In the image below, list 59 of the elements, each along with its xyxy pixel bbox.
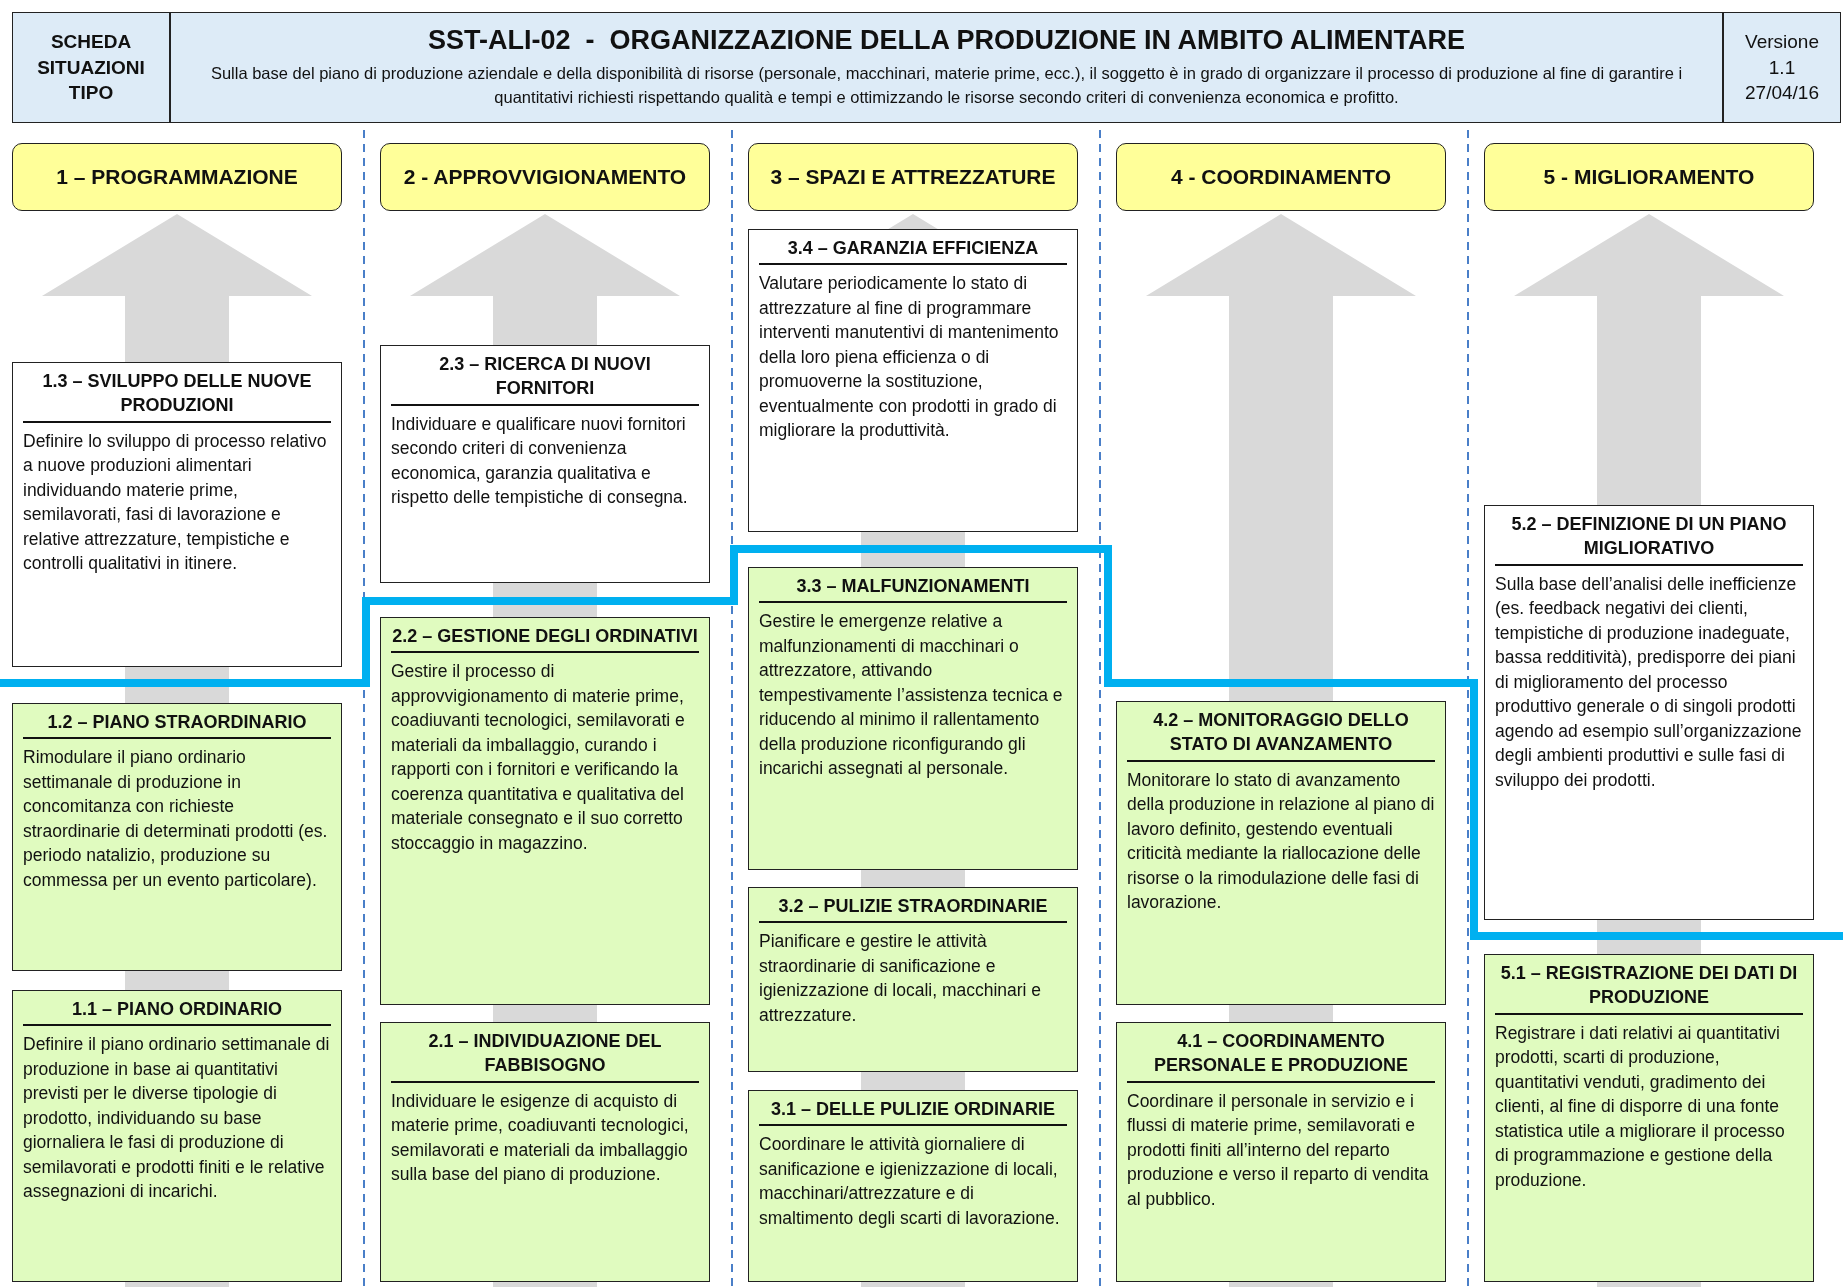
task-box <box>748 887 1078 1072</box>
box-text: Sulla base dell’analisi delle inefficienze (es. feedback negativi dei clienti, tempistiche di produzione inadeguate, bassa redditività), predisporre dei piani di miglioramento del processo produttivo generale o di singoli prodotti agendo ad esempio sull’organizzazione degli ambienti produttivi e sulle fasi di sviluppo dei prodotti. <box>1495 572 1803 792</box>
header-label: SCHEDA SITUAZIONI TIPO <box>36 30 146 106</box>
version-box <box>1723 12 1841 123</box>
box-text: Valutare periodicamente lo stato di attrezzature al fine di programmare interventi manutentivi di mantenimento della loro piena efficienza o di promuoverne la sostituzione, eventualmente con prodotti in grado di migliorare la produttività. <box>759 272 1060 443</box>
task-box <box>1484 505 1814 920</box>
box-heading: 2.2 – GESTIONE DEGLI ORDINATIVI <box>391 624 699 654</box>
phase-header <box>748 143 1078 211</box>
box-heading: 1.1 – PIANO ORDINARIO <box>23 997 331 1027</box>
box-heading: 1.3 – SVILUPPO DELLE NUOVE PRODUZIONI <box>23 369 331 423</box>
version-text: Versione 1.1 27/04/16 <box>1744 30 1820 106</box>
task-box <box>1484 954 1814 1282</box>
box-text: Pianificare e gestire le attività straordinarie di sanificazione e igienizzazione di locali, macchinari e attrezzature. <box>759 930 1043 1027</box>
box-text: Registrare i dati relativi ai quantitativi prodotti, scarti di produzione, quantitativi venduti, gradimento dei clienti, al fine di disporre di una fonte statistica utile a migliorare il processo di programmazione e gestione della produzione. <box>1495 1021 1786 1192</box>
box-text: Coordinare le attività giornaliere di sanificazione e igienizzazione di locali, macchinari/attrezzature e di smaltimento degli scarti di lavorazione. <box>759 1133 1061 1230</box>
box-text: Rimodulare il piano ordinario settimanale di produzione in concomitanza con richieste straordinarie di determinati prodotti (es. periodo natalizio, produzione su commessa per un evento particolare). <box>23 746 329 892</box>
phase-header <box>380 143 710 211</box>
phase-title: 4 - COORDINAMENTO <box>1170 165 1392 189</box>
task-box <box>1116 1022 1446 1282</box>
phase-title: 5 - MIGLIORAMENTO <box>1543 165 1755 189</box>
box-heading: 2.1 – INDIVIDUAZIONE DEL FABBISOGNO <box>391 1029 699 1083</box>
box-heading: 4.2 – MONITORAGGIO DELLO STATO DI AVANZAMENTO <box>1127 708 1435 762</box>
box-heading: 4.1 – COORDINAMENTO PERSONALE E PRODUZIONE <box>1127 1029 1435 1083</box>
header-box <box>12 12 170 123</box>
phase-header <box>12 143 342 211</box>
task-box <box>380 345 710 583</box>
task-box <box>748 1090 1078 1282</box>
phase-header <box>1484 143 1814 211</box>
box-text: Definire il piano ordinario settimanale di produzione in base ai quantitativi previsti per le diverse tipologie di prodotto, individuando su base giornaliera le fasi di produzione di semilavorati e prodotti finiti e le relative assegnazioni di incarichi. <box>23 1033 331 1204</box>
box-heading: 3.3 – MALFUNZIONAMENTI <box>759 574 1067 604</box>
task-box <box>380 617 710 1005</box>
box-text: Gestire il processo di approvvigionamento di materie prime, coadiuvanti tecnologici, semilavorati e materiali da imballaggio, curando i rapporti con i fornitori e verificando la coerenza quantitativa e qualitativa del materiale consegnato e il suo corretto stoccaggio in magazzino. <box>391 660 686 855</box>
box-text: Gestire le emergenze relative a malfunzionamenti di macchinari o attrezzatore, attivando tempestivamente l’assistenza tecnica e riducendo al minimo il rallentamento della produzione riconfigurando gli incarichi assegnati al personale. <box>759 610 1064 781</box>
task-box <box>12 362 342 667</box>
box-heading: 2.3 – RICERCA DI NUOVI FORNITORI <box>391 352 699 406</box>
phase-header <box>1116 143 1446 211</box>
task-box <box>380 1022 710 1282</box>
box-heading: 3.4 – GARANZIA EFFICIENZA <box>759 236 1067 266</box>
phase-title: 1 – PROGRAMMAZIONE <box>56 165 298 189</box>
box-text: Definire lo sviluppo di processo relativo a nuove produzioni alimentari individuando materie prime, semilavorati, fasi di lavorazione e relative attrezzature, tempistiche e controlli qualitativi in itinere. <box>23 429 328 576</box>
box-heading: 5.2 – DEFINIZIONE DI UN PIANO MIGLIORATIVO <box>1495 512 1803 566</box>
task-box <box>748 567 1078 870</box>
phase-title: 2 - APPROVVIGIONAMENTO <box>403 165 687 189</box>
task-box <box>12 703 342 971</box>
task-box <box>748 229 1078 532</box>
box-text: Individuare e qualificare nuovi fornitori secondo criteri di convenienza economica, garanzia qualitativa e rispetto delle tempistiche di consegna. <box>391 412 689 510</box>
title-box <box>170 12 1723 123</box>
box-text: Individuare le esigenze di acquisto di materie prime, coadiuvanti tecnologici, semilavorati e materiali da imballaggio sulla base del piano di produzione. <box>391 1089 690 1187</box>
task-box <box>12 990 342 1282</box>
phase-title: 3 – SPAZI E ATTREZZATURE <box>770 165 1056 189</box>
box-heading: 1.2 – PIANO STRAORDINARIO <box>23 710 331 740</box>
box-heading: 3.2 – PULIZIE STRAORDINARIE <box>759 894 1067 924</box>
box-text: Coordinare il personale in servizio e i flussi di materie prime, semilavorati e prodotti finiti all’interno del reparto produzione e verso il reparto di vendita al pubblico. <box>1127 1089 1430 1211</box>
task-box <box>1116 701 1446 1005</box>
description-text: Sulla base del piano di produzione aziendale e della disponibilità di risorse (personale, macchinari, materie prime, ecc.), il soggetto è in grado di organizzare il processo di produzione al fine di garantire i quantitativi richiesti rispettando qualità e tempi e ottimizzando le risorse secondo criteri di convenienza economica e profitto. <box>209 63 1684 108</box>
box-text: Monitorare lo stato di avanzamento della produzione in relazione al piano di lavoro definito, gestendo eventuali criticità mediante la riallocazione delle risorse o la rimodulazione delle fasi di lavorazione. <box>1127 768 1435 915</box>
box-heading: 3.1 – DELLE PULIZIE ORDINARIE <box>759 1097 1067 1127</box>
box-heading: 5.1 – REGISTRAZIONE DEI DATI DI PRODUZIONE <box>1495 961 1803 1015</box>
main-title: SST-ALI-02 - ORGANIZZAZIONE DELLA PRODUZIONE IN AMBITO ALIMENTARE <box>428 25 1465 57</box>
